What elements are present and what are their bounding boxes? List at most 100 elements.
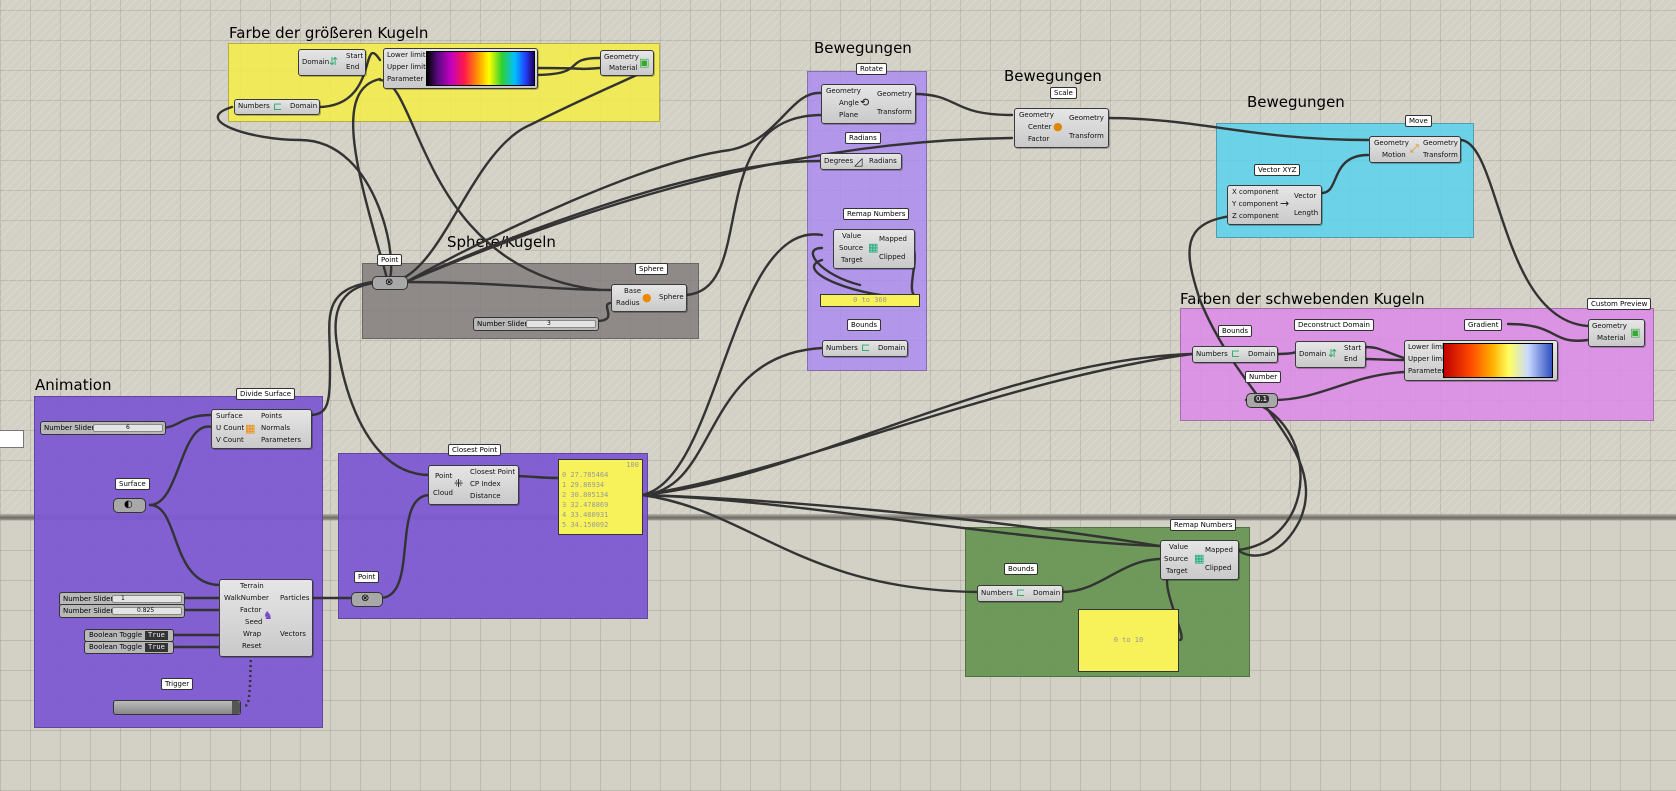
target-input[interactable]: Target [1166, 567, 1188, 575]
vector-xyz-component[interactable]: X component Y component Z component → Ve… [1227, 185, 1322, 225]
radians-output[interactable]: Radians [869, 157, 897, 165]
group-animation[interactable] [34, 396, 323, 728]
vector-output[interactable]: Vector [1294, 192, 1317, 200]
geometry-input[interactable]: Geometry [1592, 322, 1627, 330]
numbers-input[interactable]: Numbers [1196, 350, 1228, 358]
source-input[interactable]: Source [839, 244, 864, 252]
clipped-output[interactable]: Clipped [1205, 564, 1232, 572]
material-input[interactable]: Material [1597, 334, 1626, 342]
domain-output[interactable]: Domain [1248, 350, 1276, 358]
value-input[interactable]: Value [842, 232, 862, 240]
transform-output[interactable]: Transform [877, 108, 912, 116]
mapped-output[interactable]: Mapped [879, 235, 907, 243]
gradient-component-2[interactable]: Lower limit Upper limit Parameter [1404, 340, 1558, 381]
domain-output[interactable]: Domain [878, 344, 906, 352]
offscreen-panel-edge[interactable] [0, 430, 24, 448]
numbers-input[interactable]: Numbers [981, 589, 1013, 597]
domain-panel-0-10[interactable]: 0 to 10 [1078, 609, 1179, 672]
z-component-input[interactable]: Z component [1232, 212, 1279, 220]
numbers-domain-top[interactable]: Numbers ⊏ Domain [234, 99, 320, 115]
domain-input[interactable]: Domain [1299, 350, 1327, 358]
scale-component[interactable]: Geometry Center Factor ● Geometry Transf… [1014, 108, 1109, 148]
trigger-timer[interactable] [113, 700, 241, 715]
point-param-top[interactable]: ⊗ [372, 276, 408, 290]
remap-component-2[interactable]: Value Source Target ▦ Mapped Clipped [1160, 540, 1239, 580]
gradient-component-top[interactable]: Lower limit Upper limit Parameter [383, 48, 538, 89]
deconstruct-domain-component[interactable]: Domain ⇵ Start End [1295, 341, 1366, 368]
motion-input[interactable]: Motion [1382, 151, 1406, 159]
rainbow-gradient-swatch[interactable] [426, 51, 535, 86]
points-output[interactable]: Points [261, 412, 283, 420]
cloud-input[interactable]: Cloud [433, 489, 453, 497]
material-input[interactable]: Material [609, 64, 638, 72]
geometry-input[interactable]: Geometry [1374, 139, 1409, 147]
point-param-bottom[interactable]: ⊗ [351, 592, 383, 607]
upper-limit-input[interactable]: Upper limit [387, 63, 426, 71]
walknumber-input[interactable]: WalkNumber [224, 594, 269, 602]
bounds-component-1[interactable]: Numbers ⊏ Domain [822, 340, 908, 357]
closest-point-output[interactable]: Closest Point [470, 468, 516, 476]
length-output[interactable]: Length [1294, 209, 1319, 217]
custom-preview-component[interactable]: Geometry Material ▣ [1588, 319, 1645, 347]
end-output[interactable]: End [346, 63, 360, 71]
domain-panel-0-360[interactable]: 0 to 360 [820, 294, 920, 307]
closest-point-component[interactable]: Point Cloud ⁜ Closest Point CP Index Dis… [428, 465, 519, 505]
remap-component-1[interactable]: Value Source Target ▦ Mapped Clipped [833, 229, 915, 269]
geometry-output[interactable]: Geometry [1423, 139, 1458, 147]
numbers-input[interactable]: Numbers [238, 102, 270, 110]
surface-input[interactable]: Surface [216, 412, 243, 420]
move-component[interactable]: Geometry Motion ⤢ Geometry Transform [1369, 136, 1461, 163]
distance-data-panel[interactable]: 100 0 27.785464 1 29.86934 2 30.805134 3… [558, 459, 643, 535]
domain-output[interactable]: Domain [1033, 589, 1061, 597]
slider-track[interactable]: 0.825 [112, 607, 182, 615]
lower-limit-input[interactable]: Lower limit [387, 51, 426, 59]
transform-output[interactable]: Transform [1423, 151, 1458, 159]
divide-surface-component[interactable]: Surface U Count V Count ▦ Points Normals… [211, 409, 312, 449]
factor-input[interactable]: Factor [1028, 135, 1050, 143]
base-input[interactable]: Base [624, 287, 642, 295]
custom-preview-top[interactable]: Geometry Material ▣ [600, 50, 654, 76]
sphere-component[interactable]: Base Radius ● Sphere [611, 284, 687, 312]
cp-index-output[interactable]: CP Index [470, 480, 501, 488]
angle-input[interactable]: Angle [839, 99, 859, 107]
seed-input[interactable]: Seed [245, 618, 263, 626]
bounds-component-3[interactable]: Numbers ⊏ Domain [977, 585, 1063, 602]
number-param[interactable]: 0.1 [1246, 393, 1278, 408]
factor-input[interactable]: Factor [240, 606, 262, 614]
slider-track[interactable]: 6 [93, 424, 163, 432]
slider-track[interactable]: 1 [112, 595, 182, 603]
start-output[interactable]: Start [346, 52, 364, 60]
x-component-input[interactable]: X component [1232, 188, 1279, 196]
vectors-output[interactable]: Vectors [280, 630, 306, 638]
y-component-input[interactable]: Y component [1232, 200, 1279, 208]
distance-output[interactable]: Distance [470, 492, 501, 500]
transform-output[interactable]: Transform [1069, 132, 1104, 140]
domain-output[interactable]: Domain [290, 102, 318, 110]
target-input[interactable]: Target [841, 256, 863, 264]
lower-limit-input[interactable]: Lower limit [1408, 343, 1447, 351]
start-output[interactable]: Start [1344, 344, 1362, 352]
plane-input[interactable]: Plane [839, 111, 859, 119]
bounds-component-2[interactable]: Numbers ⊏ Domain [1192, 346, 1278, 363]
parameters-output[interactable]: Parameters [261, 436, 302, 444]
value-input[interactable]: Value [1169, 543, 1189, 551]
terrain-input[interactable]: Terrain [240, 582, 264, 590]
number-slider-walk-2[interactable]: Number Slider 0.825 [59, 604, 185, 618]
normals-output[interactable]: Normals [261, 424, 290, 432]
geometry-input[interactable]: Geometry [604, 53, 639, 61]
geometry-output[interactable]: Geometry [1069, 114, 1104, 122]
source-input[interactable]: Source [1164, 555, 1189, 563]
toggle-value[interactable]: True [145, 631, 168, 640]
radians-component[interactable]: Degrees ◿ Radians [820, 153, 902, 170]
upper-limit-input[interactable]: Upper limit [1408, 355, 1447, 363]
rotate-component[interactable]: Geometry Angle Plane ⟲ Geometry Transfor… [821, 84, 916, 124]
clipped-output[interactable]: Clipped [879, 253, 906, 261]
slider-track[interactable]: 3 [526, 320, 596, 328]
toggle-value[interactable]: True [145, 643, 168, 652]
v-count-input[interactable]: V Count [216, 436, 244, 444]
geometry-output[interactable]: Geometry [877, 90, 912, 98]
number-slider-anim[interactable]: Number Slider 6 [40, 421, 166, 435]
degrees-input[interactable]: Degrees [824, 157, 854, 165]
parameter-input[interactable]: Parameter [1408, 367, 1445, 375]
number-slider-sphere[interactable]: Number Slider 3 [473, 317, 599, 331]
